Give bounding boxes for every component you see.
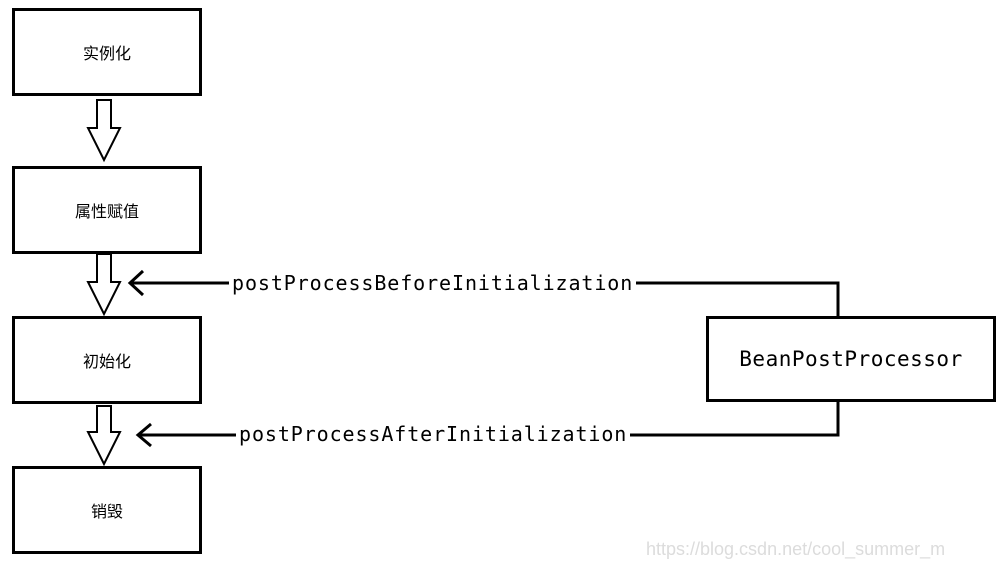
flow-arrow-instantiate-to-populate — [86, 99, 122, 163]
destroy-box: 销毁 — [12, 466, 202, 554]
before-callback-arrowhead — [127, 269, 145, 297]
populate-properties-box: 属性赋值 — [12, 166, 202, 254]
bean-post-processor-box: BeanPostProcessor — [706, 316, 996, 402]
flow-arrow-initialize-to-destroy — [86, 405, 122, 467]
flow-arrow-populate-to-initialize — [86, 253, 122, 317]
bean-post-processor-label: BeanPostProcessor — [739, 347, 963, 371]
after-initialization-label: postProcessAfterInitialization — [236, 422, 631, 446]
before-initialization-label: postProcessBeforeInitialization — [229, 271, 637, 295]
instantiate-box: 实例化 — [12, 8, 202, 96]
watermark-text: https://blog.csdn.net/cool_summer_m — [646, 539, 946, 559]
destroy-label: 销毁 — [90, 502, 123, 521]
instantiate-label: 实例化 — [82, 44, 131, 63]
initialize-label: 初始化 — [82, 352, 131, 371]
populate-properties-label: 属性赋值 — [74, 202, 139, 221]
after-callback-arrowhead — [135, 422, 152, 448]
initialize-box: 初始化 — [12, 316, 202, 404]
